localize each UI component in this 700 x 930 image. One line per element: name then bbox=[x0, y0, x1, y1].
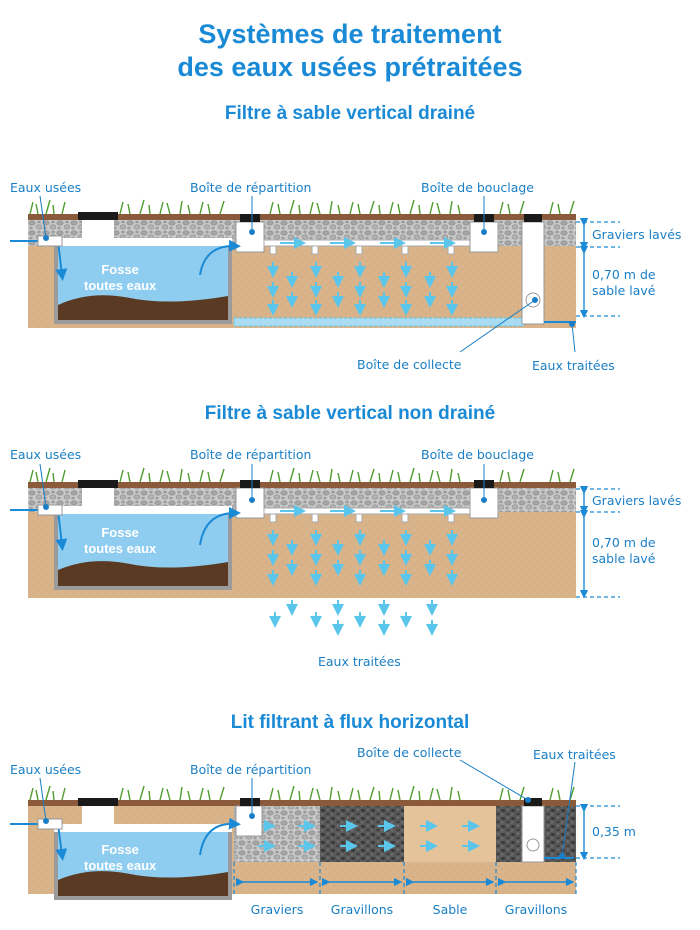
s3-depth-label: 0,35 m bbox=[592, 824, 636, 839]
topsoil bbox=[28, 214, 576, 220]
s3-inlet-label: Eaux usées bbox=[10, 762, 82, 777]
s1-inlet-label: Eaux usées bbox=[10, 180, 82, 195]
s2-loop-label: Boîte de bouclage bbox=[421, 447, 534, 462]
s2-gravel-label: Graviers lavés bbox=[592, 493, 682, 508]
zone-fine-gravel-1 bbox=[320, 806, 404, 862]
s3-collection-label: Boîte de collecte bbox=[357, 745, 462, 760]
drain-layer bbox=[233, 317, 525, 327]
distribution-box bbox=[235, 221, 265, 253]
s2-tank-label: Fosse toutes eaux bbox=[84, 525, 157, 556]
section-3-title: Lit filtrant à flux horizontal bbox=[230, 712, 470, 733]
s1-collection-label: Boîte de collecte bbox=[357, 357, 462, 372]
s2-distribution-label: Boîte de répartition bbox=[190, 447, 312, 462]
percolation-arrows bbox=[267, 262, 458, 316]
s2-sand-depth-label: 0,70 m de sable lavé bbox=[592, 535, 656, 566]
s1-loop-label: Boîte de bouclage bbox=[421, 180, 534, 195]
section-3-drawing bbox=[10, 759, 620, 900]
zone-sand bbox=[404, 806, 496, 862]
s3-distribution-label: Boîte de répartition bbox=[190, 762, 312, 777]
main-title-line2: des eaux usées prétraitées bbox=[177, 52, 523, 82]
s3-zone-label: Gravillons bbox=[330, 902, 394, 917]
section-2-drawing bbox=[10, 463, 620, 636]
s1-outlet-label: Eaux traitées bbox=[532, 358, 615, 373]
s3-outlet-label: Eaux traitées bbox=[533, 747, 616, 762]
s1-tank-label: Fosse toutes eaux bbox=[84, 262, 157, 293]
collection-box bbox=[521, 221, 545, 325]
s3-tank-label: Fosse toutes eaux bbox=[84, 842, 157, 873]
s2-inlet-label: Eaux usées bbox=[10, 447, 82, 462]
s3-zone-label: Gravillons bbox=[504, 902, 568, 917]
section-1-title: Filtre à sable vertical drainé bbox=[224, 103, 476, 124]
tank-sludge bbox=[58, 295, 228, 320]
s1-sand-depth-label: 0,70 m de sable lavé bbox=[592, 267, 656, 298]
s3-zone-label: Sable bbox=[432, 902, 468, 917]
s1-gravel-label: Graviers lavés bbox=[592, 227, 682, 242]
main-title-line1: Systèmes de traitement bbox=[198, 19, 502, 49]
s3-zone-label: Graviers bbox=[250, 902, 304, 917]
section-2-title: Filtre à sable vertical non drainé bbox=[204, 403, 496, 424]
main-title: Systèmes de traitement des eaux usées pr… bbox=[0, 18, 700, 84]
s2-outlet-label: Eaux traitées bbox=[318, 654, 401, 669]
section-1-drawing bbox=[10, 195, 620, 353]
grass bbox=[29, 199, 575, 215]
s1-distribution-label: Boîte de répartition bbox=[190, 180, 312, 195]
tank-lid bbox=[78, 212, 118, 220]
